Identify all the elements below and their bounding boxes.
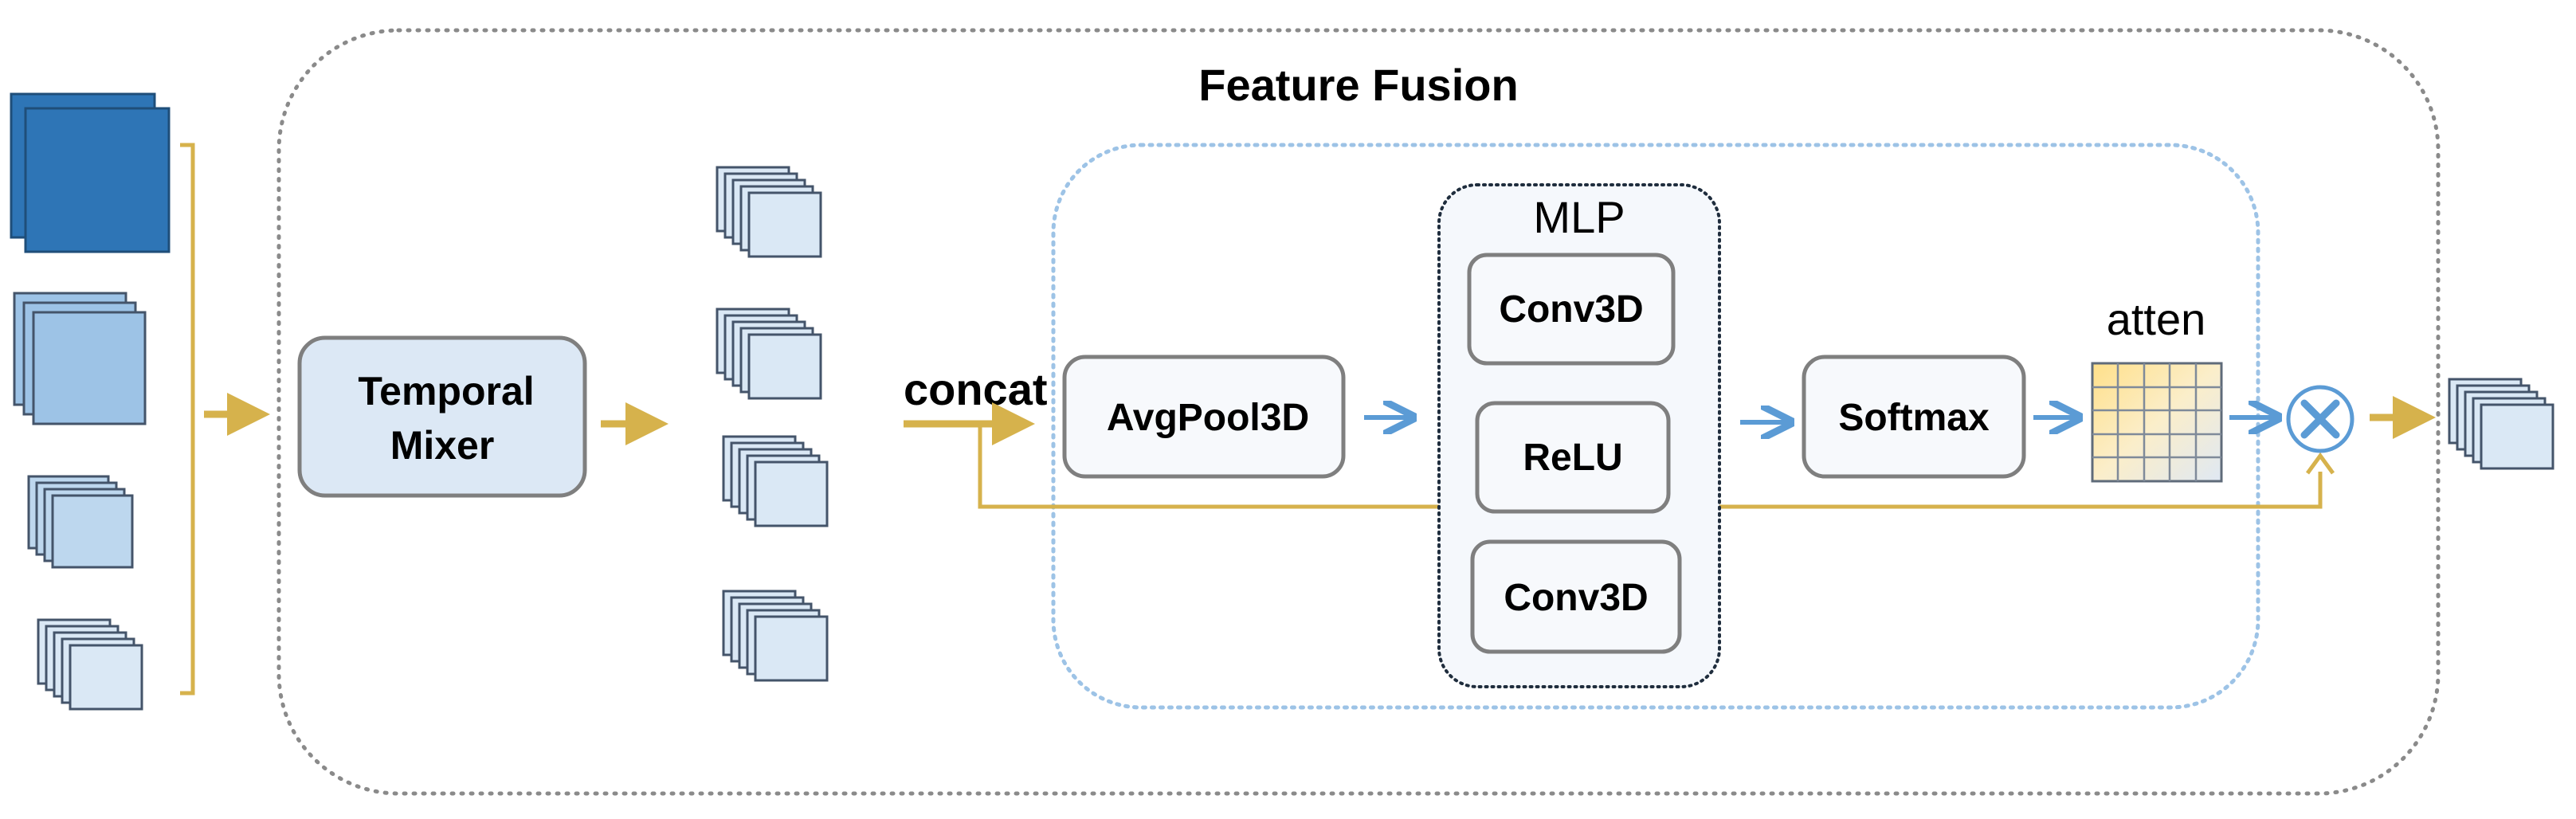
input-feature-stack-3 xyxy=(27,475,134,569)
softmax-label: Softmax xyxy=(1838,397,1990,439)
input-feature-stack-2 xyxy=(13,292,147,425)
mixed-feature-stack-3 xyxy=(722,435,829,527)
avgpool3d-label: AvgPool3D xyxy=(1107,397,1309,439)
conv3d-top-block xyxy=(1467,253,1676,366)
feature-fusion-boundary xyxy=(276,28,2441,796)
input-feature-stack-1 xyxy=(10,92,171,253)
skip-connection-arrowhead xyxy=(2305,452,2335,475)
relu-label: ReLU xyxy=(1523,437,1622,479)
mixed-feature-stack-4 xyxy=(722,590,829,682)
multiply-circle-icon xyxy=(2286,385,2354,453)
input-feature-stack-4 xyxy=(37,618,143,711)
softmax-block xyxy=(1802,355,2026,479)
mixed-feature-stack-1 xyxy=(716,166,822,258)
feature-fusion-title: Feature Fusion xyxy=(1198,60,1518,110)
mixed-feature-stack-2 xyxy=(716,308,822,400)
concat-label: concat xyxy=(904,364,1048,414)
output-feature-stack xyxy=(2448,378,2554,470)
temporal-mixer-label-line1: Temporal xyxy=(358,369,534,413)
attention-map-grid xyxy=(2091,362,2223,483)
conv3d-bottom-block xyxy=(1470,539,1682,654)
conv3d-bottom-label: Conv3D xyxy=(1504,577,1648,619)
temporal-mixer-label-line2: Mixer xyxy=(390,423,495,468)
conv3d-top-label: Conv3D xyxy=(1499,288,1643,331)
avgpool3d-block xyxy=(1062,355,1346,479)
input-bracket xyxy=(180,143,195,696)
atten-label: atten xyxy=(2107,294,2206,344)
mlp-title: MLP xyxy=(1533,192,1625,242)
relu-block xyxy=(1475,401,1671,514)
temporal-mixer-block xyxy=(297,335,587,498)
attention-map-gridlines xyxy=(2092,363,2221,481)
